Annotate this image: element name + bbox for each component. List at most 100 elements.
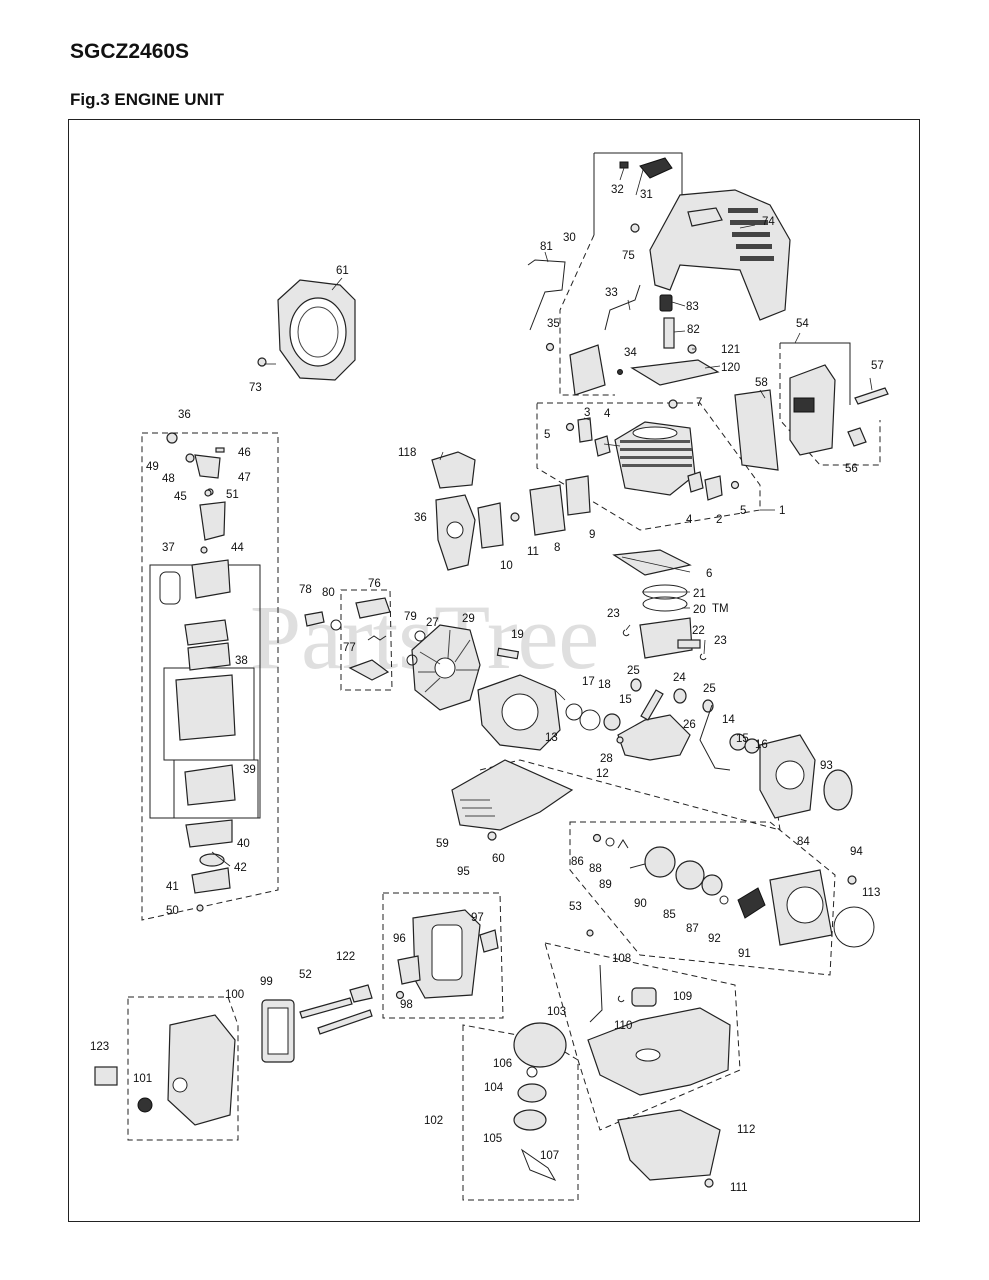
label-part-122: 122 — [336, 951, 355, 963]
label-part-121: 121 — [721, 344, 740, 356]
label-part-42: 42 — [234, 862, 247, 874]
pulley-85 — [675, 860, 705, 890]
bolt-111 — [704, 1178, 714, 1188]
gasket-4a — [594, 435, 611, 457]
label-123 — [94, 1066, 118, 1086]
label-part-95: 95 — [457, 866, 470, 878]
model-number: SGCZ2460S — [70, 40, 190, 63]
label-part-87: 87 — [686, 923, 699, 935]
label-part-15b: 15 — [736, 733, 749, 745]
screw-53 — [586, 929, 594, 937]
label-part-28: 28 — [600, 753, 613, 765]
label-part-107: 107 — [540, 1150, 559, 1162]
strap-107 — [520, 1148, 557, 1182]
label-part-83: 83 — [686, 301, 699, 313]
plug-cap-33 — [604, 284, 641, 331]
label-part-49: 49 — [146, 461, 159, 473]
plate-2 — [704, 475, 723, 501]
bolt-7 — [668, 399, 678, 409]
plate-96 — [397, 955, 421, 985]
group-box-36 — [141, 432, 279, 921]
label-part-8: 8 — [554, 542, 560, 554]
washer-92 — [719, 895, 729, 905]
label-part-89: 89 — [599, 879, 612, 891]
seal-17 — [565, 703, 583, 721]
label-part-99: 99 — [260, 976, 273, 988]
ring-106 — [526, 1066, 538, 1078]
label-part-40: 40 — [237, 838, 250, 850]
label-part-26: 26 — [683, 719, 696, 731]
label-part-37: 37 — [162, 542, 175, 554]
washer-79 — [406, 654, 418, 666]
label-part-82: 82 — [687, 324, 700, 336]
flywheel-illustration — [411, 624, 481, 711]
clip-23a — [622, 629, 630, 637]
spring-89 — [617, 839, 629, 849]
plate-120 — [630, 359, 720, 386]
label-part-79: 79 — [404, 611, 417, 623]
clip-23b — [699, 653, 707, 661]
label-part-45: 45 — [174, 491, 187, 503]
filter-109 — [631, 987, 657, 1007]
label-part-12: 12 — [596, 768, 609, 780]
bracket-122 — [349, 984, 373, 1003]
label-part-18: 18 — [598, 679, 611, 691]
label-part-73: 73 — [249, 382, 262, 394]
group-box-84 — [569, 821, 836, 976]
label-part-111: 111 — [730, 1182, 747, 1194]
label-part-5a: 5 — [544, 429, 550, 441]
watermark-trademark: TM — [712, 603, 729, 615]
label-part-39: 39 — [243, 764, 256, 776]
plate-3 — [577, 417, 593, 443]
label-part-23a: 23 — [607, 608, 620, 620]
disc-113 — [833, 906, 875, 948]
label-part-94: 94 — [850, 846, 863, 858]
valve-104 — [517, 1083, 547, 1103]
bolt-60 — [487, 831, 497, 841]
clip-110 — [617, 995, 625, 1003]
label-part-13: 13 — [545, 732, 558, 744]
label-part-57: 57 — [871, 360, 884, 372]
knob-101 — [137, 1097, 153, 1113]
label-part-36b: 36 — [414, 512, 427, 524]
key-28 — [616, 736, 624, 744]
label-part-10: 10 — [500, 560, 513, 572]
label-part-23b: 23 — [714, 635, 727, 647]
pin-22 — [677, 639, 701, 649]
starter-housing-illustration — [277, 279, 356, 381]
plug-56 — [847, 427, 867, 447]
label-part-17: 17 — [582, 676, 595, 688]
gasket-6 — [612, 549, 692, 576]
label-part-19: 19 — [511, 629, 524, 641]
label-part-76: 76 — [368, 578, 381, 590]
label-part-101: 101 — [133, 1073, 152, 1085]
label-part-46: 46 — [238, 447, 251, 459]
bolt-52a — [299, 997, 353, 1019]
label-part-56: 56 — [845, 463, 858, 475]
label-part-35: 35 — [547, 318, 560, 330]
label-part-113: 113 — [862, 887, 880, 899]
gasket-9 — [565, 475, 591, 516]
label-part-36a: 36 — [178, 409, 191, 421]
ignition-coil — [569, 344, 606, 396]
label-part-21: 21 — [693, 588, 706, 600]
label-part-51: 51 — [226, 489, 239, 501]
label-part-74: 74 — [762, 216, 775, 228]
label-part-102: 102 — [424, 1115, 443, 1127]
crankcase-cover-illustration — [759, 734, 816, 819]
seal-16 — [744, 738, 760, 754]
handle-91 — [737, 887, 766, 919]
carburetor-illustration — [435, 494, 476, 571]
label-part-120: 120 — [721, 362, 740, 374]
label-part-118: 118 — [398, 447, 416, 459]
label-part-4b: 4 — [686, 514, 693, 526]
label-part-93: 93 — [820, 760, 833, 772]
label-part-104: 104 — [484, 1082, 504, 1094]
fuel-tank-illustration — [587, 1007, 731, 1096]
label-part-61: 61 — [336, 265, 349, 277]
spark-plug-82 — [663, 317, 675, 349]
gasket-58 — [734, 389, 779, 471]
label-part-32: 32 — [611, 184, 624, 196]
group-box-95 — [382, 892, 504, 1019]
bolt-94 — [847, 875, 857, 885]
